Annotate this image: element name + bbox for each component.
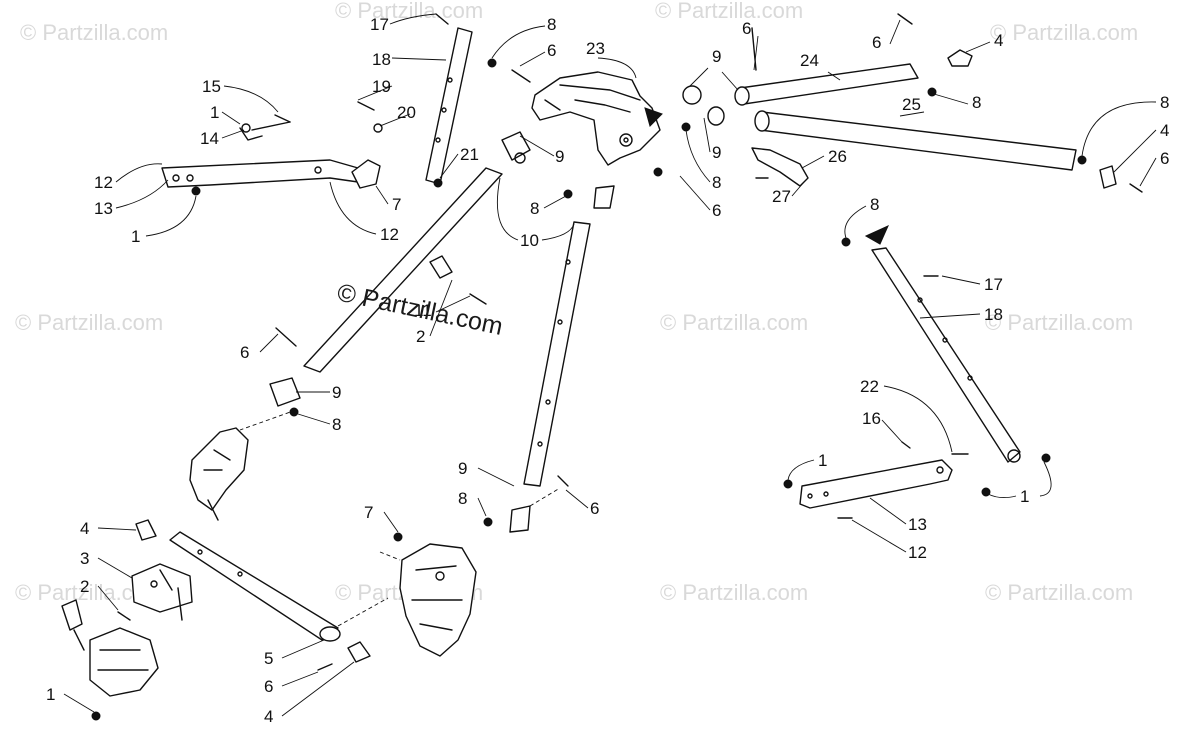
callout-5: 5 xyxy=(264,649,273,668)
callout-9: 9 xyxy=(458,459,467,478)
callout-13: 13 xyxy=(94,199,113,218)
callout-2: 2 xyxy=(416,327,425,346)
callout-7: 7 xyxy=(364,503,373,522)
callout-9: 9 xyxy=(712,143,721,162)
callout-13: 13 xyxy=(908,515,927,534)
callout-6: 6 xyxy=(712,201,721,220)
small-bracket-part xyxy=(751,147,809,187)
callout-17: 17 xyxy=(984,275,1003,294)
watermark: © Partzilla.com xyxy=(660,310,808,335)
callout-15: 15 xyxy=(202,77,221,96)
callout-6: 6 xyxy=(742,19,751,38)
callout-1: 1 xyxy=(131,227,140,246)
callout-16: 16 xyxy=(862,409,881,428)
callout-19: 19 xyxy=(372,77,391,96)
callout-12: 12 xyxy=(380,225,399,244)
callout-17: 17 xyxy=(370,15,389,34)
callout-2: 2 xyxy=(80,577,89,596)
steering-gear-center-part xyxy=(393,532,477,657)
callout-6: 6 xyxy=(1160,149,1169,168)
callout-18: 18 xyxy=(984,305,1003,324)
callout-4: 4 xyxy=(994,31,1003,50)
watermark: © Partzilla.com xyxy=(15,310,163,335)
callout-9: 9 xyxy=(555,147,564,166)
upper-strap-part xyxy=(357,13,497,188)
callout-10: 10 xyxy=(520,231,539,250)
upper-left-arm-part xyxy=(161,114,381,196)
callout-26: 26 xyxy=(828,147,847,166)
callout-8: 8 xyxy=(530,199,539,218)
callout-4: 4 xyxy=(80,519,89,538)
callout-20: 20 xyxy=(397,103,416,122)
callout-14: 14 xyxy=(200,129,219,148)
callout-11: 11 xyxy=(414,301,432,320)
watermark: © Partzilla.com xyxy=(20,20,168,45)
callout-9: 9 xyxy=(332,383,341,402)
watermark: © Partzilla.com xyxy=(990,20,1138,45)
callout-4: 4 xyxy=(264,707,273,726)
callout-25: 25 xyxy=(902,95,921,114)
callout-labels: 17 18 19 20 21 8 6 23 15 1 14 12 13 1 7 … xyxy=(46,15,1169,726)
watermark: © Partzilla.com xyxy=(335,0,483,23)
callout-6: 6 xyxy=(590,499,599,518)
watermark: © Partzilla.com xyxy=(655,0,803,23)
callout-6: 6 xyxy=(872,33,881,52)
watermark: © Partzilla.com xyxy=(985,580,1133,605)
callout-3: 3 xyxy=(80,549,89,568)
callout-27: 27 xyxy=(772,187,791,206)
upper-tube-part xyxy=(681,13,1143,193)
lower-long-shaft-part xyxy=(135,519,371,671)
callout-7: 7 xyxy=(392,195,401,214)
callout-8: 8 xyxy=(870,195,879,214)
callout-12: 12 xyxy=(908,543,927,562)
callout-1: 1 xyxy=(210,103,219,122)
callout-8: 8 xyxy=(458,489,467,508)
callout-1: 1 xyxy=(1020,487,1029,506)
vertical-shaft-part xyxy=(483,185,615,533)
callout-4: 4 xyxy=(1160,121,1169,140)
callout-8: 8 xyxy=(972,93,981,112)
leader-lines xyxy=(63,13,1157,717)
callout-22: 22 xyxy=(860,377,879,396)
assembly-lines xyxy=(239,409,561,627)
callout-6: 6 xyxy=(264,677,273,696)
callout-6: 6 xyxy=(240,343,249,362)
steering-box-part xyxy=(61,563,193,721)
callout-24: 24 xyxy=(800,51,819,70)
callout-8: 8 xyxy=(1160,93,1169,112)
callout-21: 21 xyxy=(460,145,479,164)
callout-1: 1 xyxy=(46,685,55,704)
callout-6: 6 xyxy=(547,41,556,60)
callout-8: 8 xyxy=(712,173,721,192)
callout-12: 12 xyxy=(94,173,113,192)
watermark: © Partzilla.com xyxy=(985,310,1133,335)
callout-23: 23 xyxy=(586,39,605,58)
callout-8: 8 xyxy=(547,15,556,34)
steering-gear-left-part xyxy=(189,427,249,521)
callout-1: 1 xyxy=(818,451,827,470)
column-housing-part xyxy=(511,69,663,177)
callout-18: 18 xyxy=(372,50,391,69)
callout-8: 8 xyxy=(332,415,341,434)
watermark: © Partzilla.com xyxy=(660,580,808,605)
lower-right-strap-part xyxy=(783,225,1051,519)
lower-shaft-part xyxy=(269,131,531,417)
callout-9: 9 xyxy=(712,47,721,66)
